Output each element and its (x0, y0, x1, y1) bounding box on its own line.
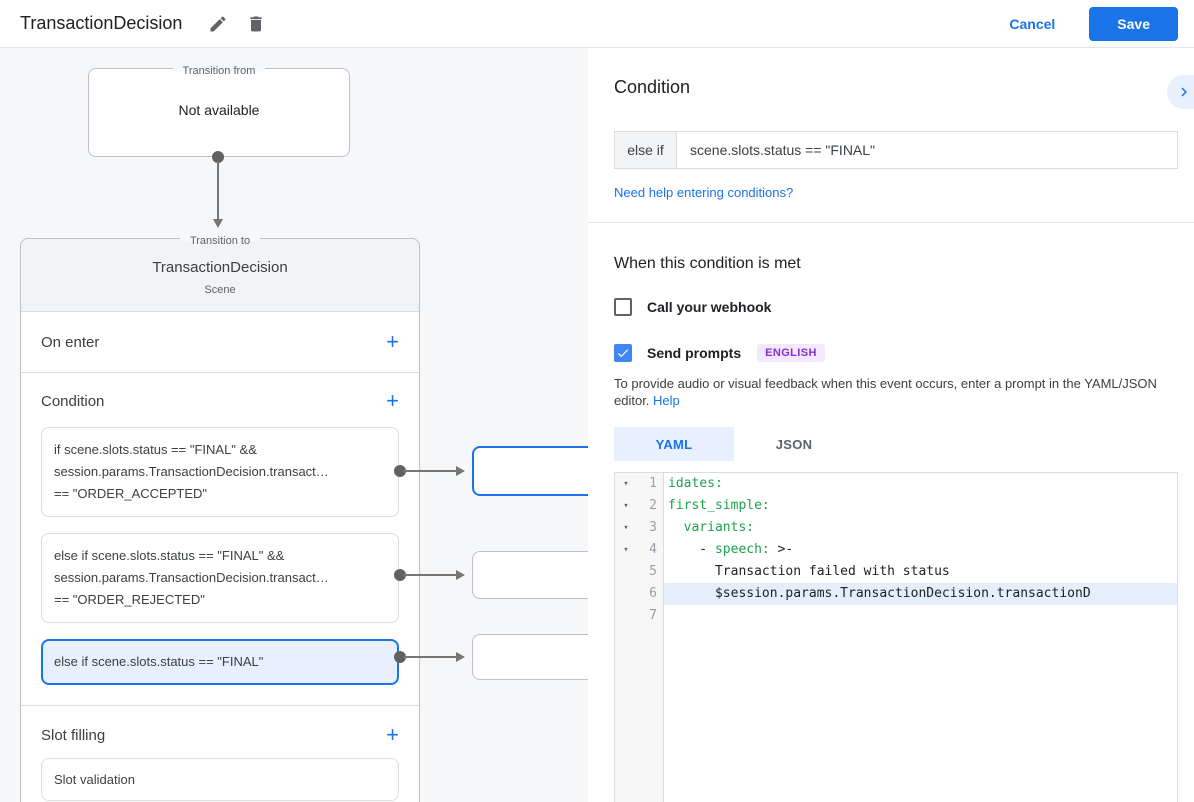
fold-toggle-icon[interactable]: ▾ (623, 523, 629, 533)
fold-gutter (615, 561, 637, 583)
send-prompts-label: Send prompts (647, 345, 742, 361)
language-badge: ENGLISH (757, 344, 825, 362)
code-line[interactable]: first_simple: (668, 498, 770, 513)
editor-line: 6 $session.params.TransactionDecision.tr… (615, 583, 1177, 605)
editor-line: ▾ 3 variants: (615, 517, 1177, 539)
code-line[interactable]: Transaction failed with status (668, 564, 950, 579)
transition-from-node[interactable]: Transition from Not available (88, 65, 350, 157)
condition-input[interactable]: else if scene.slots.status == "FINAL" (614, 131, 1178, 169)
pencil-icon (210, 15, 226, 31)
tab-yaml[interactable]: YAML (614, 427, 734, 461)
delete-button[interactable] (240, 8, 272, 40)
condition-arrow-3 (394, 651, 474, 663)
editor-line: ▾ 4 - speech: >- (615, 539, 1177, 561)
save-button[interactable]: Save (1089, 6, 1178, 41)
condition-prefix: else if (615, 132, 677, 168)
check-icon (617, 349, 629, 358)
slot-filling-section: Slot filling + Slot validation (21, 705, 419, 802)
condition-arrow-1 (394, 465, 474, 477)
transition-from-legend: Transition from (89, 61, 349, 79)
top-bar: TransactionDecision Cancel Save (0, 0, 1194, 48)
collapse-panel-button[interactable] (1167, 75, 1194, 109)
editor-line: ▾ 1 idates: (615, 473, 1177, 495)
scene-title: TransactionDecision (152, 259, 288, 276)
line-number: 7 (637, 605, 664, 627)
condition-arrow-2 (394, 569, 474, 581)
page-title: TransactionDecision (20, 13, 183, 33)
line-number: 1 (637, 473, 664, 495)
fold-toggle-icon[interactable]: ▾ (623, 545, 629, 555)
code-line[interactable]: variants: (668, 520, 755, 535)
transition-from-value: Not available (178, 102, 260, 118)
fold-toggle-icon[interactable]: ▾ (623, 479, 629, 489)
connector-line (217, 161, 219, 219)
prompt-hint: To provide audio or visual feedback when… (614, 376, 1157, 408)
add-on-enter-button[interactable]: + (386, 329, 399, 354)
editor-line: ▾ 2 first_simple: (615, 495, 1177, 517)
condition-section: Condition + if scene.slots.status == "FI… (21, 373, 419, 705)
code-line[interactable]: $session.params.TransactionDecision.tran… (664, 583, 1177, 605)
cancel-button[interactable]: Cancel (1009, 15, 1056, 32)
editor-lines: ▾ 1 idates: ▾ 2 first_simple: ▾ 3 variants: ▾ 4 -… (615, 473, 1177, 627)
code-line[interactable]: - speech: >- (668, 542, 794, 557)
edit-button[interactable] (202, 8, 234, 40)
add-condition-button[interactable]: + (386, 388, 399, 413)
handler-node[interactable] (472, 634, 588, 680)
line-number: 5 (637, 561, 664, 583)
condition-box[interactable]: else if scene.slots.status == "FINAL" &&… (41, 533, 399, 623)
editor-tabs: YAML JSON (614, 427, 1178, 461)
scene-subtitle: Scene (204, 284, 236, 296)
webhook-label: Call your webhook (647, 299, 772, 315)
line-number: 3 (637, 517, 664, 539)
line-number: 2 (637, 495, 664, 517)
line-number: 4 (637, 539, 664, 561)
fold-gutter (615, 583, 637, 605)
connector-dot (212, 151, 224, 163)
editor-line: 7 (615, 605, 1177, 627)
condition-box-selected[interactable]: else if scene.slots.status == "FINAL" (41, 639, 399, 685)
condition-list: if scene.slots.status == "FINAL" &&sessi… (41, 427, 399, 685)
when-condition-title: When this condition is met (614, 255, 801, 272)
panel-title: Condition (614, 77, 691, 97)
fold-toggle-icon[interactable]: ▾ (623, 501, 629, 511)
trash-icon (250, 16, 263, 31)
transition-to-node: Transition to TransactionDecision Scene … (20, 235, 420, 802)
scene-header[interactable]: TransactionDecision Scene (21, 239, 419, 312)
handler-node[interactable] (472, 551, 588, 599)
code-line[interactable]: idates: (668, 476, 723, 491)
send-prompts-check-row[interactable]: Send prompts ENGLISH (614, 344, 1178, 362)
condition-box[interactable]: if scene.slots.status == "FINAL" &&sessi… (41, 427, 399, 517)
scene-diagram: Transition from Not available Transition… (0, 48, 588, 802)
yaml-editor[interactable]: ▾ 1 idates: ▾ 2 first_simple: ▾ 3 variants: ▾ 4 -… (614, 472, 1178, 802)
editor-line: 5 Transaction failed with status (615, 561, 1177, 583)
slot-validation-box[interactable]: Slot validation (41, 758, 399, 801)
condition-value[interactable]: scene.slots.status == "FINAL" (690, 142, 876, 158)
handler-node-selected[interactable] (472, 446, 588, 496)
code-line[interactable] (664, 605, 1177, 627)
slot-filling-label: Slot filling (41, 726, 106, 744)
condition-editor-panel: Condition else if scene.slots.status == … (588, 48, 1194, 802)
send-prompts-checkbox[interactable] (614, 344, 632, 362)
on-enter-row: On enter + (21, 312, 419, 373)
chevron-right-icon (1180, 87, 1187, 97)
add-slot-button[interactable]: + (386, 722, 399, 747)
arrow-down-icon (213, 219, 223, 228)
help-link[interactable]: Help (653, 393, 680, 408)
conditions-help-link[interactable]: Need help entering conditions? (614, 185, 794, 200)
on-enter-label: On enter (41, 333, 100, 351)
editor-gutter (615, 473, 664, 802)
fold-gutter (615, 605, 637, 627)
tab-json[interactable]: JSON (775, 436, 813, 452)
webhook-check-row[interactable]: Call your webhook (614, 298, 1178, 316)
webhook-checkbox[interactable] (614, 298, 632, 316)
condition-section-label: Condition (41, 392, 105, 410)
panel-divider (588, 222, 1194, 223)
line-number: 6 (637, 583, 664, 605)
